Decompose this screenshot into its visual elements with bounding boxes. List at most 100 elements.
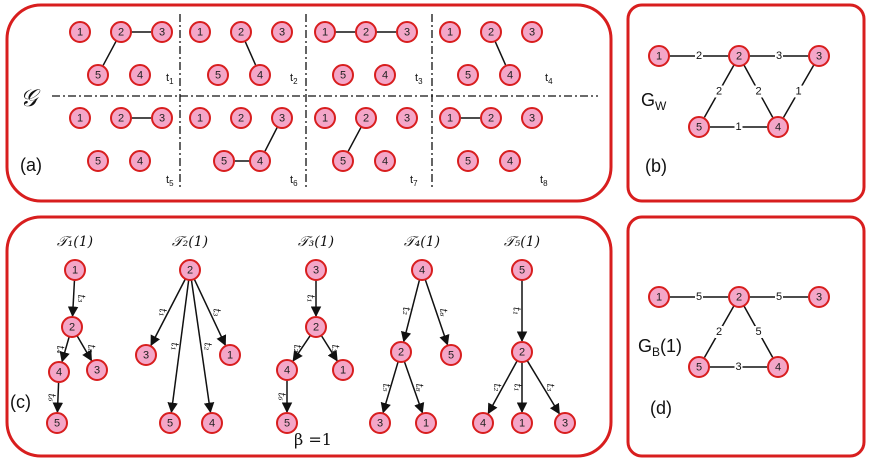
tree-title-3: 𝒯₃(1) bbox=[298, 234, 334, 250]
tree-node-2-label: 2 bbox=[519, 347, 525, 359]
tree-node-2 bbox=[179, 259, 201, 281]
node-3 bbox=[521, 21, 543, 43]
snapshot-edge bbox=[494, 40, 507, 66]
node-2 bbox=[355, 107, 377, 129]
tree-node-2-label: 2 bbox=[313, 322, 319, 334]
tree-edge bbox=[67, 279, 79, 318]
gw-weight-bg bbox=[734, 121, 743, 133]
edge-time-label: t₁ bbox=[305, 294, 316, 302]
node-2 bbox=[110, 107, 132, 129]
tree-node-2 bbox=[61, 316, 83, 338]
node-3 bbox=[396, 21, 418, 43]
node-3-label: 3 bbox=[159, 27, 165, 39]
node-5-label: 5 bbox=[465, 156, 471, 168]
tree-edge bbox=[59, 336, 70, 363]
edge-time-label: t₃ bbox=[329, 344, 340, 352]
gw-edge-weight: 1 bbox=[795, 86, 801, 98]
gb-weight-bg bbox=[754, 326, 763, 338]
tree-node-4-label: 4 bbox=[56, 367, 62, 379]
node-1 bbox=[314, 21, 336, 43]
graph-symbol: 𝒢 bbox=[20, 84, 41, 112]
tree-node-4 bbox=[472, 412, 494, 434]
tree-node-1 bbox=[219, 344, 241, 366]
node-4 bbox=[374, 64, 396, 86]
tree-node-5 bbox=[440, 344, 462, 366]
node-2-label: 2 bbox=[488, 113, 494, 125]
beta-label: β =1 bbox=[294, 430, 332, 449]
tree-edge bbox=[76, 335, 93, 362]
node-1-label: 1 bbox=[77, 27, 83, 39]
tree-edge bbox=[380, 361, 399, 414]
node-2 bbox=[110, 21, 132, 43]
gw-title: GW bbox=[641, 90, 667, 113]
edge-time-label: t₆ bbox=[437, 308, 448, 316]
panel-b-label: (b) bbox=[645, 156, 667, 176]
edge-time-label: t₆ bbox=[46, 393, 57, 401]
node-1-label: 1 bbox=[322, 27, 328, 39]
tree-node-5 bbox=[276, 412, 298, 434]
edge-time-label: t₁ bbox=[169, 342, 180, 350]
tree-node-3-label: 3 bbox=[377, 418, 383, 430]
tree-node-3-label: 3 bbox=[313, 265, 319, 277]
node-3-label: 3 bbox=[404, 113, 410, 125]
edge-time-label: t₃ bbox=[544, 383, 555, 391]
edge-time-label: t₅ bbox=[380, 383, 391, 391]
gb-node-4-label: 4 bbox=[775, 362, 781, 374]
gb-node-1 bbox=[648, 286, 670, 308]
edge-time-label: t₈ bbox=[413, 383, 424, 391]
panel-d-frame bbox=[626, 215, 866, 458]
time-label-t2: t2 bbox=[290, 72, 298, 86]
node-3-label: 3 bbox=[279, 27, 285, 39]
tree-edge bbox=[193, 278, 227, 346]
tree-node-2 bbox=[305, 316, 327, 338]
edge-time-label: t₁ bbox=[512, 383, 523, 391]
tree-node-4 bbox=[276, 359, 298, 381]
edge-time-label: t₄ bbox=[54, 345, 65, 353]
node-2-label: 2 bbox=[238, 113, 244, 125]
node-2 bbox=[230, 21, 252, 43]
node-2-label: 2 bbox=[363, 113, 369, 125]
tree-node-3 bbox=[135, 344, 157, 366]
gb-node-2-label: 2 bbox=[736, 292, 742, 304]
time-label-t4: t4 bbox=[545, 72, 553, 86]
node-2-label: 2 bbox=[238, 27, 244, 39]
tree-node-1-label: 1 bbox=[340, 365, 346, 377]
gb-weight-bg bbox=[715, 326, 723, 338]
gw-weight-bg bbox=[754, 85, 763, 98]
panel-a-label: (a) bbox=[20, 155, 42, 175]
tree-node-5 bbox=[159, 412, 181, 434]
node-1 bbox=[189, 107, 211, 129]
tree-node-2 bbox=[390, 341, 412, 363]
gw-edge-weight: 3 bbox=[776, 50, 782, 62]
node-3 bbox=[521, 107, 543, 129]
gw-node-5 bbox=[688, 116, 710, 138]
gw-edge-weight: 2 bbox=[755, 86, 761, 98]
tree-title-4: 𝒯₄(1) bbox=[404, 234, 440, 250]
edge-time-label: t₃ bbox=[75, 294, 86, 302]
snapshot-edge bbox=[102, 40, 117, 66]
node-2 bbox=[480, 21, 502, 43]
node-5-label: 5 bbox=[95, 70, 101, 82]
node-5-label: 5 bbox=[221, 156, 227, 168]
tree-edge bbox=[487, 360, 518, 415]
tree-node-5-label: 5 bbox=[167, 418, 173, 430]
panel-a-frame bbox=[5, 3, 613, 203]
tree-title-2: 𝒯₂(1) bbox=[172, 234, 208, 250]
gw-weight-bg bbox=[775, 50, 783, 62]
gw-node-3 bbox=[808, 45, 830, 67]
gb-edge-weight: 5 bbox=[755, 326, 761, 338]
tree-node-4 bbox=[411, 259, 433, 281]
edge-time-label: t₁ bbox=[511, 307, 522, 315]
gb-edge-weight: 3 bbox=[735, 361, 741, 373]
node-2 bbox=[480, 107, 502, 129]
panel-a-grid bbox=[52, 14, 598, 190]
panel-d-label: (d) bbox=[650, 398, 672, 418]
node-1 bbox=[69, 107, 91, 129]
